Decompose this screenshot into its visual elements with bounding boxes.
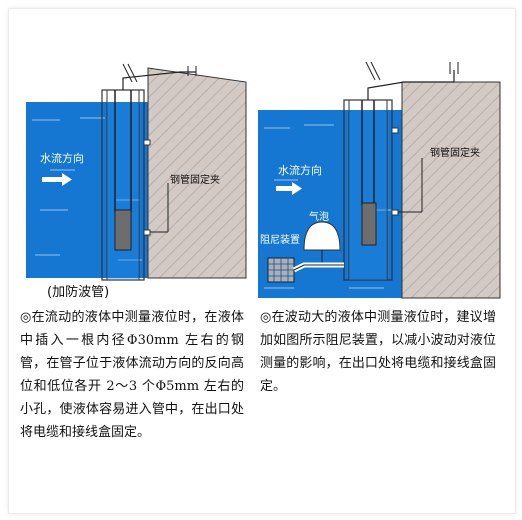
cable	[367, 70, 455, 100]
bubble-dome	[303, 221, 341, 251]
right-description-text: 在波动大的液体中测量液位时，建议增加如图所示阻尼装置，以减小波动对液位测量的影响…	[260, 310, 496, 394]
clamp-bottom	[143, 229, 151, 236]
clamp-top	[143, 139, 151, 146]
left-description: ◎在流动的液体中测量液位时，在液体中插入一根内径Φ30mm 左右的钢管，在管子位…	[20, 306, 244, 444]
flow-label: 水流方向	[278, 163, 322, 177]
sensor	[114, 209, 132, 251]
left-diagram: 水流方向 钢管固定夹	[26, 63, 247, 281]
flow-arrow	[292, 182, 302, 195]
bullet-icon: ◎	[20, 310, 32, 325]
clamp-label: 钢管固定夹	[430, 146, 480, 159]
right-description: ◎在波动大的液体中测量液位时，建议增加如图所示阻尼装置，以减小波动对液位测量的影…	[260, 306, 496, 398]
ground-wall	[401, 81, 501, 299]
bubble-label: 气泡	[309, 210, 329, 223]
clamp-bottom	[391, 209, 399, 216]
flow-label: 水流方向	[40, 151, 84, 165]
left-description-text: 在流动的液体中测量液位时，在液体中插入一根内径Φ30mm 左右的钢管，在管子位于…	[20, 310, 244, 440]
clamp-label: 钢管固定夹	[170, 173, 220, 186]
left-caption: (加防波管)	[47, 285, 110, 300]
flow-arrow	[62, 173, 72, 186]
sensor	[361, 202, 377, 246]
bullet-icon: ◎	[260, 310, 272, 325]
clamp-top	[391, 127, 399, 134]
ground-wall	[147, 67, 247, 279]
right-diagram: 水流方向 气泡 阻尼装置 钢管固定夹	[258, 61, 501, 299]
damper-label: 阻尼装置	[260, 233, 300, 246]
